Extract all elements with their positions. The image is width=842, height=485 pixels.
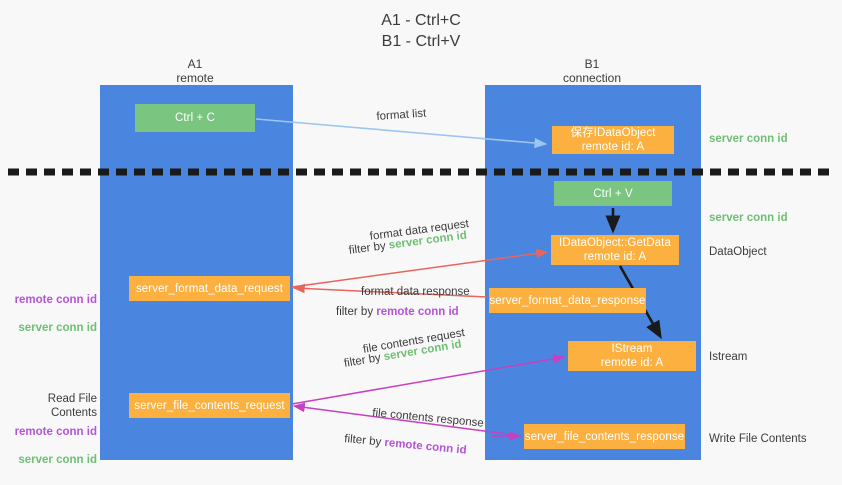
label-dataobject: DataObject: [709, 246, 767, 258]
label-read-file-contents: Read File Contents: [47, 393, 97, 419]
box-ctrl-v[interactable]: Ctrl + V: [554, 181, 672, 206]
label-conn-ids-format: remote conn id server conn id: [9, 279, 97, 335]
label-remote-conn-id: remote conn id: [14, 294, 97, 306]
box-server-file-contents-request[interactable]: server_file_contents_request: [129, 393, 290, 418]
label-server-conn-id-top: server conn id: [709, 133, 788, 145]
label-server-conn-id: server conn id: [18, 322, 97, 334]
box-istream[interactable]: IStream remote id: A: [568, 341, 696, 371]
caption-filter-by-remote-conn-id: filter by remote conn id: [336, 305, 459, 320]
label-server-conn-id-middle: server conn id: [709, 212, 788, 224]
arrow-file-contents-request: [291, 354, 566, 405]
box-server-format-data-response[interactable]: server_format_data_response: [489, 288, 646, 313]
remote-conn-id-text: remote conn id: [376, 306, 459, 318]
column-header-b1: B1 connection: [562, 57, 622, 85]
arrow-format-data-response: [292, 283, 488, 298]
box-idataobject-getdata[interactable]: IDataObject::GetData remote id: A: [551, 235, 679, 265]
filter-by-text-2: filter by: [336, 306, 374, 318]
arrow-file-contents-response: [292, 402, 523, 437]
box-save-idataobject[interactable]: 保存IDataObject remote id: A: [552, 126, 674, 154]
caption-format-data-response: format data response: [361, 286, 470, 298]
filter-by-text: filter by: [348, 240, 387, 257]
label-write-file-contents: Write File Contents: [709, 433, 807, 445]
box-server-file-contents-response[interactable]: server_file_contents_response: [524, 424, 685, 449]
label-conn-ids-file: remote conn id server conn id: [9, 411, 97, 467]
label-remote-conn-id-2: remote conn id: [14, 426, 97, 438]
column-header-a1: A1 remote: [176, 57, 214, 85]
filter-by-text-4: filter by: [343, 432, 382, 449]
box-server-format-data-request[interactable]: server_format_data_request: [129, 276, 290, 301]
box-ctrl-c[interactable]: Ctrl + C: [135, 104, 255, 132]
arrow-format-list: [255, 118, 548, 149]
label-server-conn-id-2: server conn id: [18, 454, 97, 466]
page-title: A1 - Ctrl+C B1 - Ctrl+V: [381, 12, 461, 50]
label-istream: Istream: [709, 351, 748, 363]
arrow-format-data-request: [291, 248, 549, 288]
